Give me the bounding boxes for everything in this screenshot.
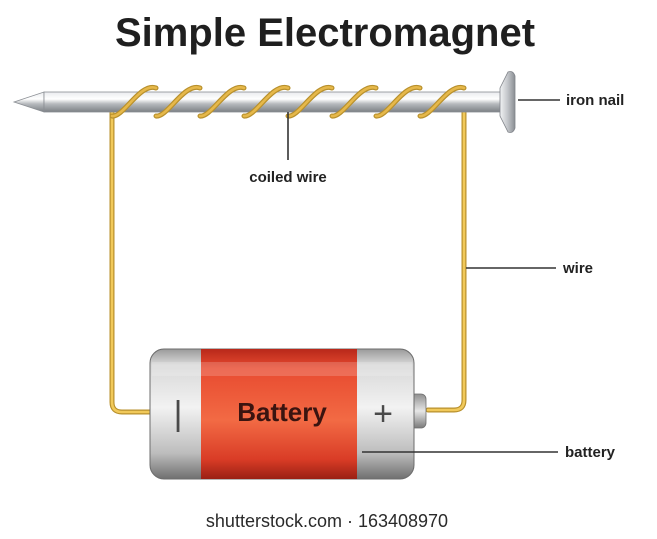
battery-positive-symbol: +: [373, 395, 393, 433]
coil-turn-highlight: [242, 86, 290, 118]
coil-turn-highlight: [154, 86, 202, 118]
diagram-title: Simple Electromagnet: [115, 11, 535, 55]
coil-turn-highlight: [110, 86, 158, 118]
coil-turn-highlight: [418, 86, 466, 118]
battery-negative-symbol: |: [174, 395, 183, 433]
coil-turn-highlight: [330, 86, 378, 118]
circuit-wire: [109, 97, 467, 415]
label-battery: battery: [565, 444, 616, 461]
coil-turn-highlight: [198, 86, 246, 118]
coil-turn-highlight: [374, 86, 422, 118]
label-iron-nail: iron nail: [566, 92, 624, 109]
label-coiled-wire: coiled wire: [249, 169, 327, 186]
watermark-text: shutterstock.com · 163408970: [206, 511, 448, 531]
label-wire: wire: [562, 260, 593, 277]
battery-text: Battery: [237, 397, 327, 427]
battery-label-band: [201, 349, 357, 479]
battery: | + Battery: [149, 348, 427, 480]
coiled-wire: [109, 84, 467, 119]
coil-turn-highlight: [286, 86, 334, 118]
leader-lines: [287, 99, 560, 453]
